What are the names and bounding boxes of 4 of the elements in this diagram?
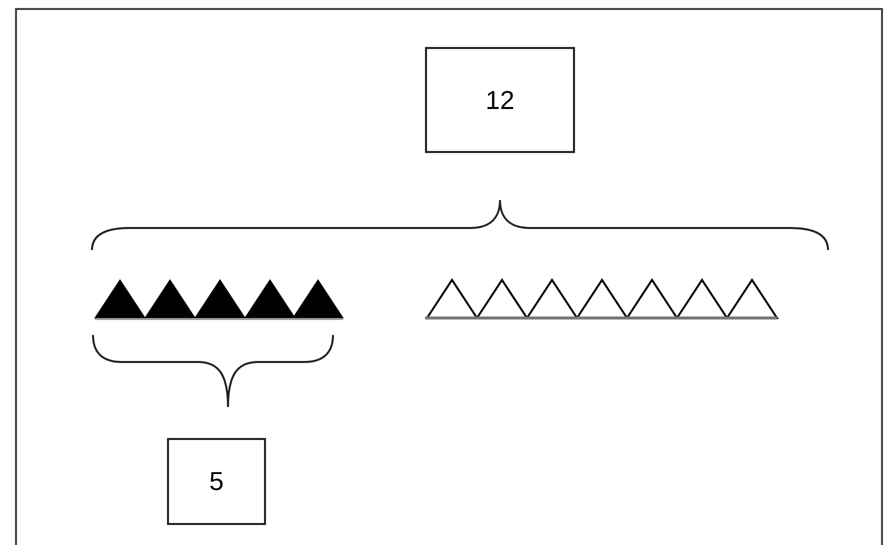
number-text: 5 xyxy=(209,465,224,498)
number-box xyxy=(167,438,266,525)
number-box xyxy=(425,47,575,153)
number-text: 12 xyxy=(486,84,514,116)
